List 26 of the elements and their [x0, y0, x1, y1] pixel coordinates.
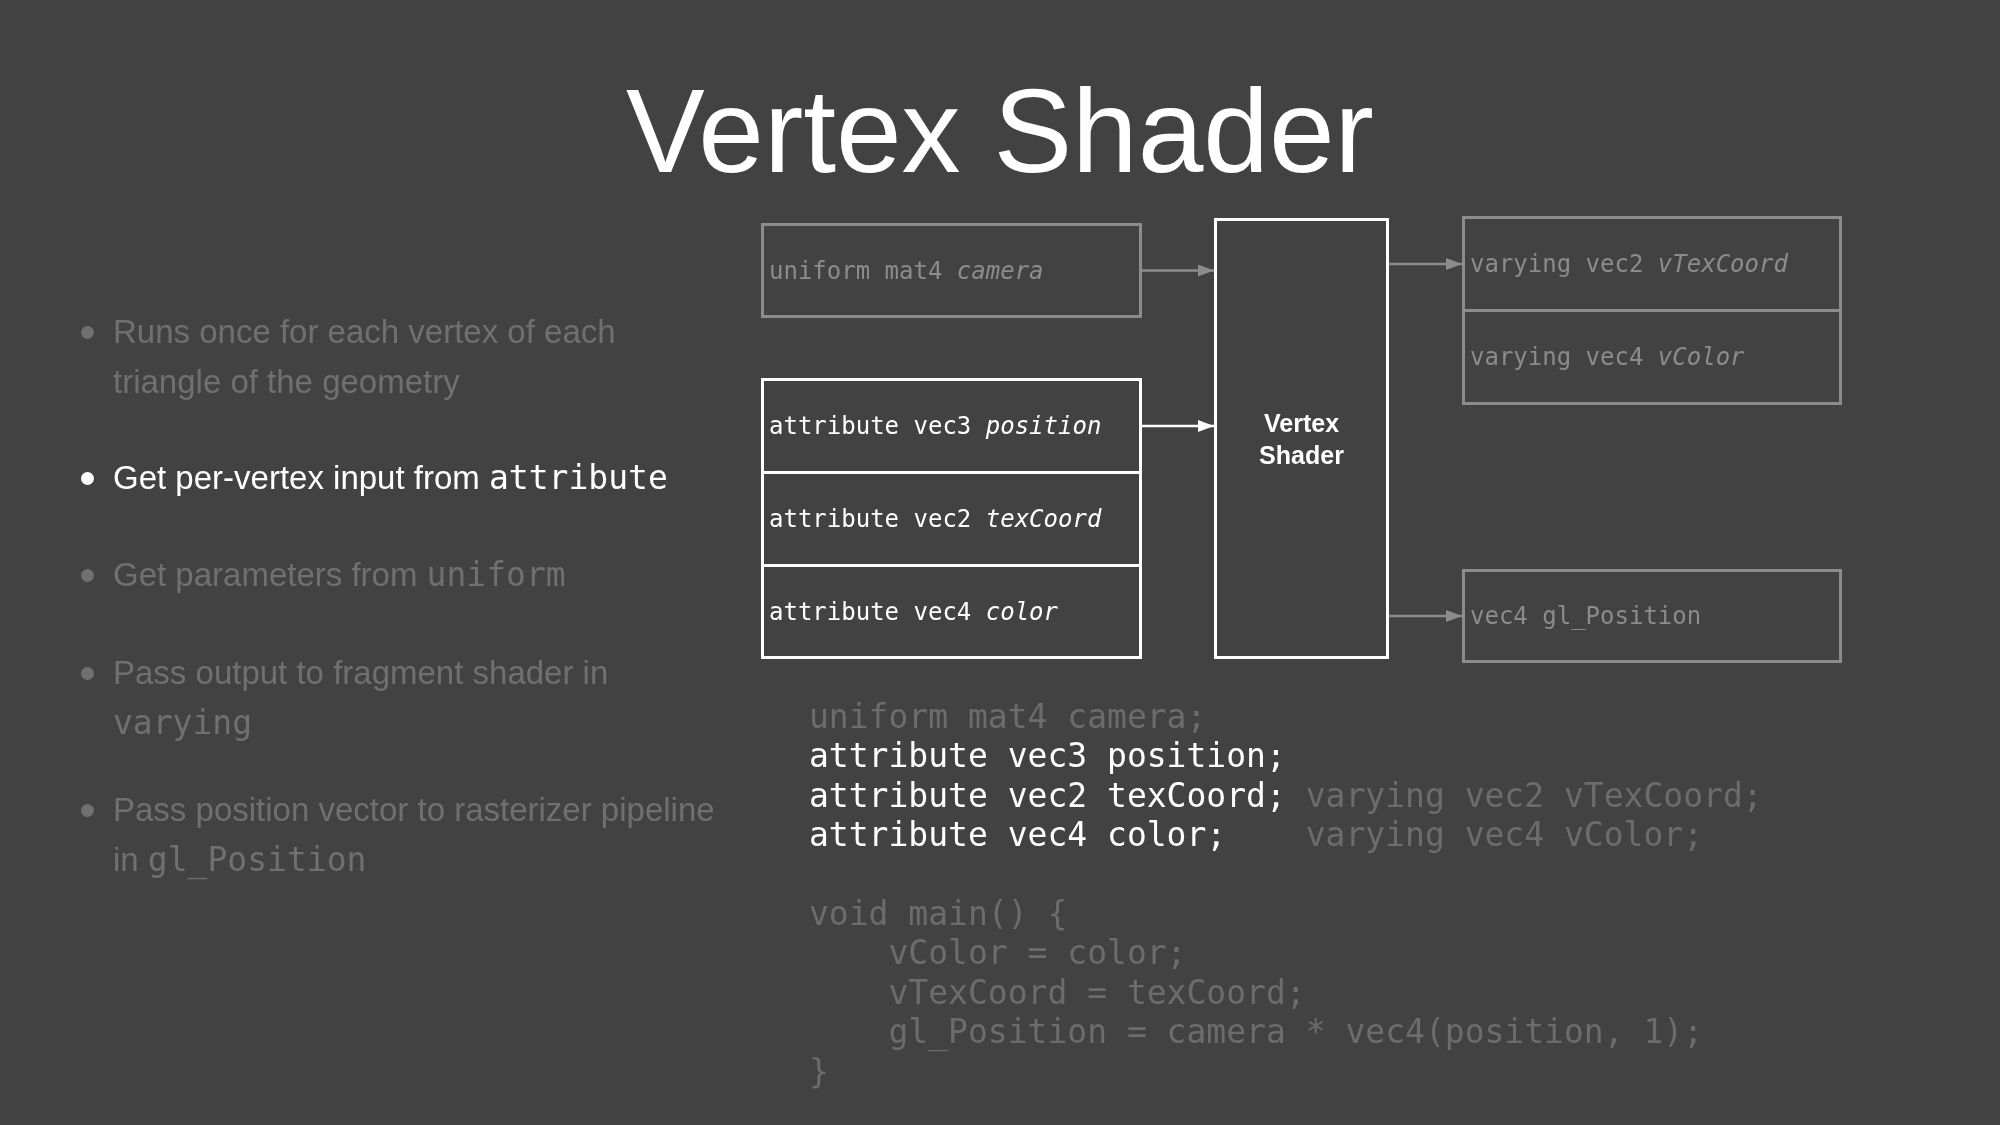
declaration-label: attribute vec4 color	[769, 596, 1058, 627]
bullet-text: Get per-vertex input from attribute	[113, 457, 669, 499]
code-line: attribute vec4 color;	[809, 815, 1227, 855]
arrow	[1389, 258, 1462, 270]
arrow	[1389, 610, 1462, 622]
declaration-label: uniform mat4 camera	[769, 255, 1044, 286]
declaration-box	[761, 223, 1142, 318]
arrow	[1142, 420, 1214, 432]
declaration-label: attribute vec3 position	[769, 411, 1102, 441]
arrow	[1142, 264, 1214, 277]
code-line: attribute vec3 position;	[809, 736, 1286, 776]
declaration-label: attribute vec2 texCoord	[769, 504, 1102, 534]
declaration-box	[761, 378, 1142, 474]
shader-stage-box	[1214, 218, 1389, 659]
code-line: }	[809, 1051, 829, 1091]
declaration-label: vec4 gl_Position	[1470, 601, 1702, 631]
stage-label: Vertex Shader	[1258, 407, 1345, 471]
declaration-label: varying vec2 vTexCoord	[1470, 249, 1788, 279]
declaration-box	[1462, 569, 1842, 663]
declaration-box	[761, 471, 1142, 567]
declaration-box	[1462, 309, 1842, 405]
declaration-label: varying vec4 vColor	[1470, 342, 1745, 372]
slide-title: Vertex Shader	[625, 72, 1375, 190]
declaration-box	[1462, 216, 1842, 312]
declaration-box	[761, 564, 1142, 659]
code-line: attribute vec2 texCoord;	[809, 775, 1286, 815]
